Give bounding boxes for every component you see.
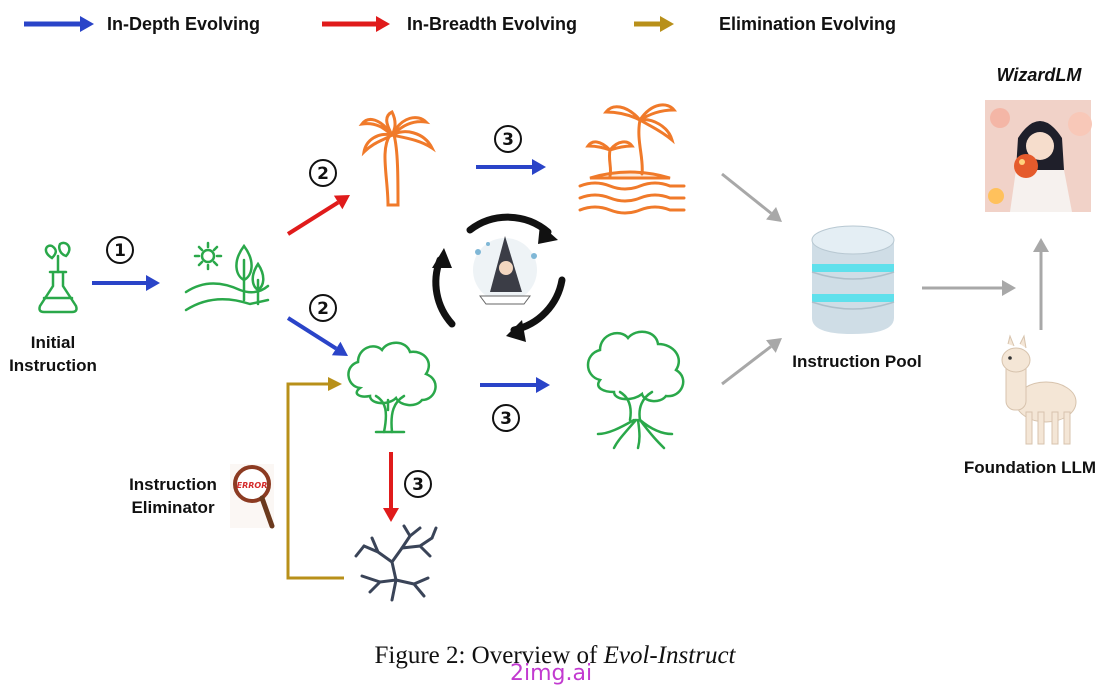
arrow-sprout-to-tree (286, 316, 348, 356)
step-3-bottom-number: 3 (412, 475, 424, 495)
cycle-arrows (432, 213, 566, 342)
rooted-tree-icon (586, 330, 685, 450)
arrow-rooted-tree-to-pool (721, 338, 782, 386)
error-text: ERROR (237, 481, 268, 490)
arrow-pool-to-llm (922, 280, 1016, 296)
legend-arrow-in-breadth (322, 16, 390, 32)
island-palms-icon (578, 103, 686, 215)
instruction-eliminator-line1: Instruction (129, 475, 217, 494)
step-2-upper-number: 2 (317, 164, 329, 184)
step-2-upper-badge: 2 (309, 159, 337, 187)
step-3-top-badge: 3 (494, 125, 522, 153)
arrow-palm-to-island (476, 159, 546, 175)
wizard-icon (473, 236, 537, 305)
wizardlm-avatar (985, 100, 1092, 212)
caption-emphasis: Evol-Instruct (603, 642, 736, 669)
landscape-sprout-icon (184, 241, 270, 312)
broad-tree-icon (347, 341, 437, 434)
alpaca-icon (1001, 334, 1077, 445)
step-3-top-number: 3 (502, 130, 514, 150)
arrow-tree-to-dead-tree (383, 452, 399, 522)
step-1-badge: 1 (106, 236, 134, 264)
arrow-island-to-pool (721, 172, 782, 222)
arrow-initial-to-sprout (92, 275, 160, 291)
step-2-lower-number: 2 (317, 299, 329, 319)
arrow-llm-to-wizardlm (1033, 238, 1049, 330)
legend-arrow-elimination (634, 16, 674, 32)
legend-label-elimination: Elimination Evolving (719, 14, 897, 34)
step-2-lower-badge: 2 (309, 294, 337, 322)
flask-sprout-icon (38, 241, 78, 314)
watermark: 2img.ai (510, 661, 593, 686)
step-3-bottom-badge: 3 (404, 470, 432, 498)
instruction-pool-label: Instruction Pool (792, 352, 922, 371)
legend-label-in-breadth: In-Breadth Evolving (407, 14, 578, 34)
initial-instruction-line1: Initial (30, 333, 76, 352)
step-3-mid-badge: 3 (492, 404, 520, 432)
arrow-tree-to-rooted-tree (480, 377, 550, 393)
magnifier-error-icon: ERROR (230, 464, 275, 529)
initial-instruction-line2: Instruction (9, 356, 97, 375)
figure-caption: Figure 2: Overview of Evol-Instruct (0, 642, 1110, 670)
wizardlm-label: WizardLM (996, 65, 1082, 85)
palm-tree-icon (358, 109, 436, 207)
caption-prefix: Figure 2: Overview of (374, 642, 604, 669)
legend-arrow-in-depth (24, 16, 94, 32)
initial-instruction-label: Initial Instruction (0, 331, 106, 377)
step-1-number: 1 (114, 241, 126, 261)
arrow-sprout-to-palm (286, 195, 350, 236)
flow-arrows (92, 159, 1049, 580)
instruction-eliminator-line2: Eliminator (131, 498, 215, 517)
legend-label-in-depth: In-Depth Evolving (107, 14, 260, 34)
step-3-mid-number: 3 (500, 409, 512, 429)
dead-tree-icon (354, 524, 438, 602)
instruction-eliminator-label: Instruction Eliminator (116, 473, 230, 519)
legend (24, 16, 674, 32)
foundation-llm-label: Foundation LLM (963, 458, 1097, 477)
database-icon (811, 225, 895, 334)
arrow-elimination-loop (286, 377, 344, 580)
